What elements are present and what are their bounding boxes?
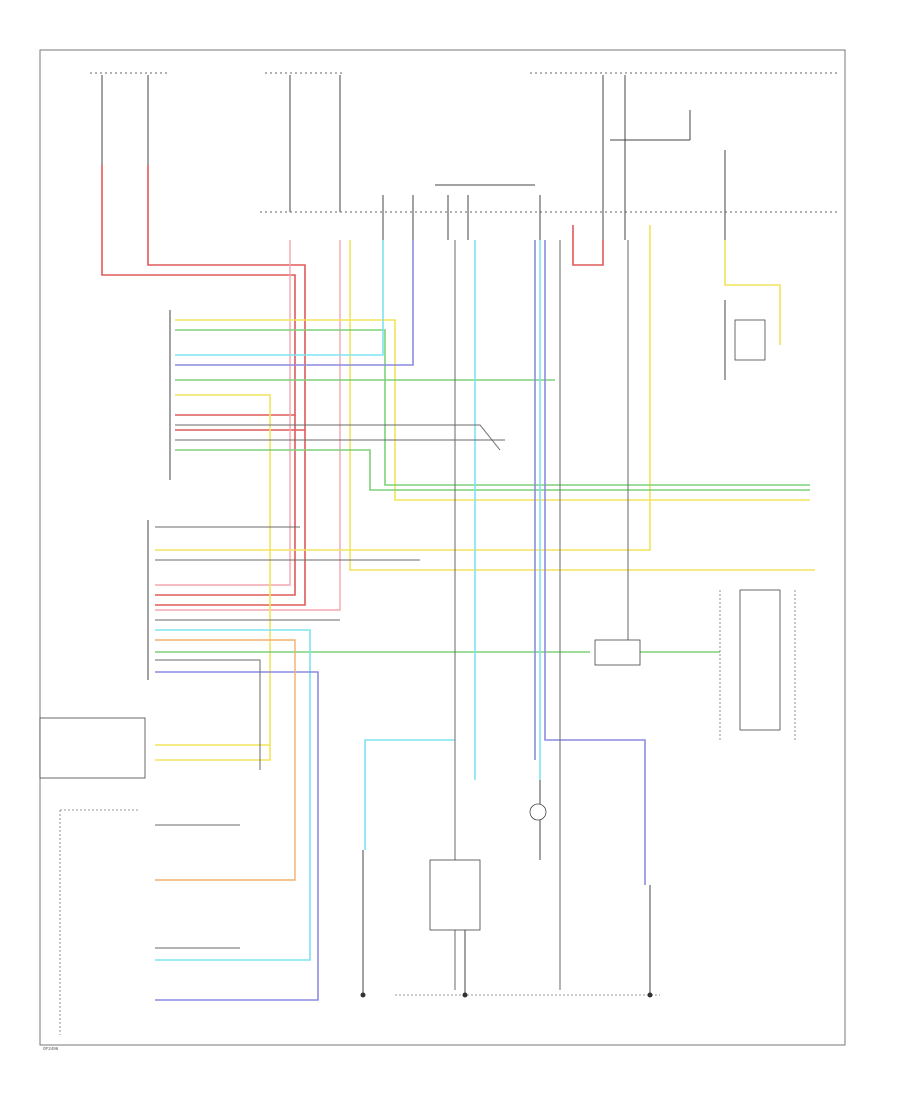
red-wires bbox=[101, 165, 604, 606]
ground-circuits bbox=[360, 780, 660, 998]
left-connector-panel bbox=[39, 310, 171, 1035]
right-modules bbox=[594, 300, 796, 740]
yellow-wires bbox=[155, 225, 815, 761]
gray-wires bbox=[155, 240, 629, 990]
diagram-frame bbox=[39, 49, 846, 1046]
footer-code: 0F2496 bbox=[43, 1046, 59, 1051]
green-wires bbox=[155, 329, 810, 653]
top-black-wires bbox=[101, 75, 726, 240]
cyan-wires bbox=[155, 240, 541, 961]
blue-wires bbox=[155, 240, 646, 1001]
orange-wire bbox=[155, 639, 296, 881]
